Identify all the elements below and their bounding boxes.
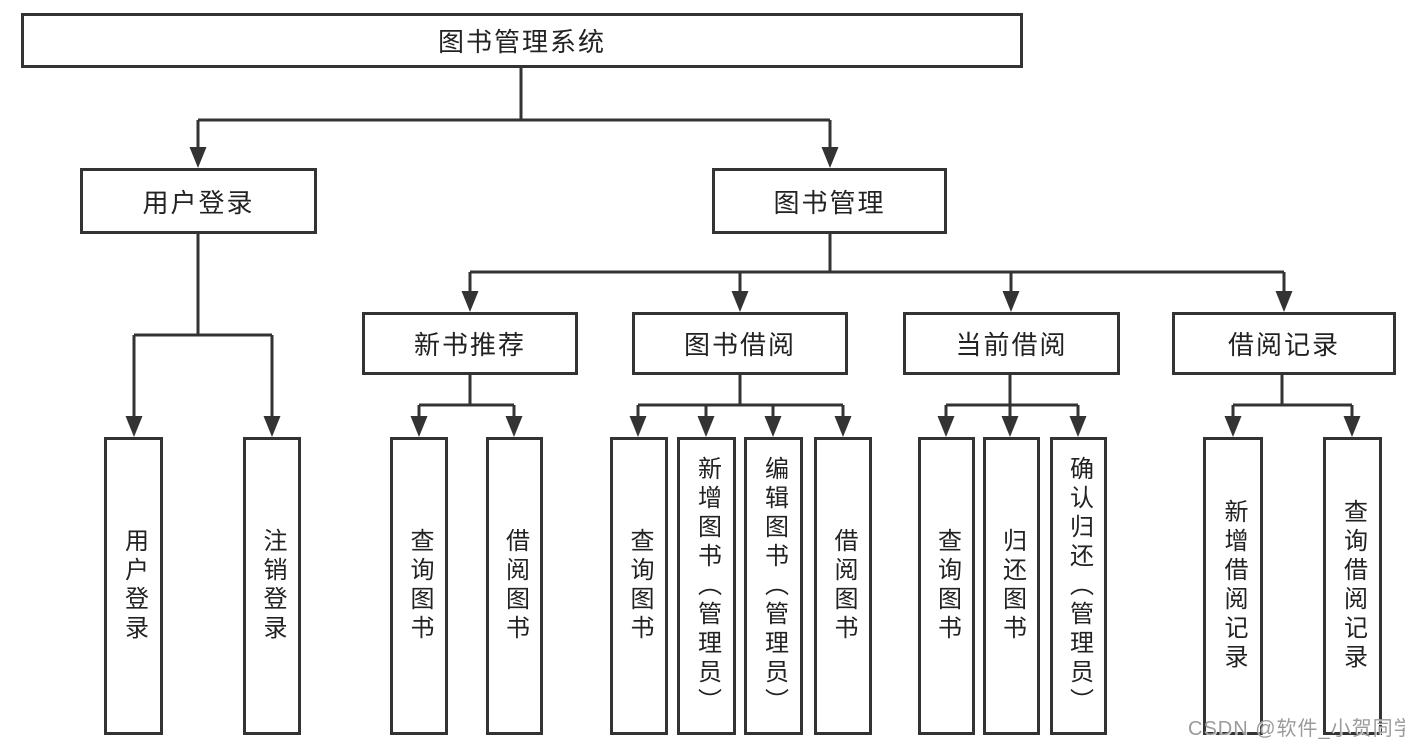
- leaf-borrow-books-recommend-label: 借阅图书: [501, 528, 529, 644]
- connector-book-management: [468, 234, 1286, 294]
- node-new-book-recommend: 新书推荐: [362, 312, 578, 375]
- connector-user-login: [132, 234, 274, 420]
- leaf-query-books-current: 查询图书: [918, 437, 975, 735]
- leaf-query-books-borrow-label: 查询图书: [626, 528, 653, 644]
- leaf-edit-book-admin-label: 编辑图书（管理员）: [760, 455, 788, 717]
- arrowheads: [125, 147, 1361, 437]
- leaf-return-book-label: 归还图书: [998, 528, 1026, 644]
- leaf-query-books-recommend: 查询图书: [390, 437, 448, 735]
- connector-root: [196, 68, 832, 150]
- leaf-add-borrow-record: 新增借阅记录: [1203, 437, 1263, 735]
- leaf-logout-label: 注销登录: [259, 528, 286, 644]
- leaf-borrow-books-recommend: 借阅图书: [486, 437, 543, 735]
- leaf-add-book-admin: 新增图书（管理员）: [677, 437, 736, 735]
- leaf-logout: 注销登录: [243, 437, 301, 735]
- node-user-login-label: 用户登录: [142, 187, 255, 218]
- node-book-borrow: 图书借阅: [632, 312, 848, 375]
- connector-current-borrow: [944, 375, 1080, 420]
- node-new-book-recommend-label: 新书推荐: [413, 330, 526, 360]
- connector-borrow-records: [1231, 375, 1354, 420]
- leaf-confirm-return-admin: 确认归还（管理员）: [1050, 437, 1107, 735]
- node-current-borrow: 当前借阅: [903, 312, 1120, 375]
- leaf-borrow-books-borrow-label: 借阅图书: [830, 528, 857, 644]
- node-current-borrow-label: 当前借阅: [955, 330, 1068, 360]
- node-borrow-records: 借阅记录: [1172, 312, 1396, 375]
- leaf-add-borrow-record-label: 新增借阅记录: [1220, 499, 1247, 673]
- leaf-user-login-label: 用户登录: [120, 528, 148, 644]
- leaf-return-book: 归还图书: [983, 437, 1040, 735]
- leaf-query-books-recommend-label: 查询图书: [406, 528, 433, 644]
- node-user-login: 用户登录: [80, 168, 317, 234]
- connector-new-book-recommend: [417, 375, 516, 420]
- leaf-query-borrow-record-label: 查询借阅记录: [1339, 499, 1367, 673]
- csdn-watermark: CSDN @软件_小贺同学: [1188, 718, 1405, 740]
- node-book-borrow-label: 图书借阅: [683, 330, 796, 360]
- leaf-edit-book-admin: 编辑图书（管理员）: [744, 437, 803, 735]
- node-borrow-records-label: 借阅记录: [1227, 330, 1340, 360]
- root-node: 图书管理系统: [21, 13, 1023, 68]
- connector-book-borrow: [636, 375, 845, 420]
- leaf-borrow-books-borrow: 借阅图书: [814, 437, 872, 735]
- leaf-user-login: 用户登录: [104, 437, 163, 735]
- leaf-query-books-current-label: 查询图书: [933, 528, 961, 644]
- leaf-query-books-borrow: 查询图书: [610, 437, 668, 735]
- root-node-label: 图书管理系统: [437, 27, 606, 57]
- leaf-query-borrow-record: 查询借阅记录: [1323, 437, 1382, 735]
- leaf-confirm-return-admin-label: 确认归还（管理员）: [1065, 455, 1093, 717]
- leaf-add-book-admin-label: 新增图书（管理员）: [693, 455, 721, 717]
- node-book-management-label: 图书管理: [773, 187, 886, 218]
- node-book-management: 图书管理: [712, 168, 947, 234]
